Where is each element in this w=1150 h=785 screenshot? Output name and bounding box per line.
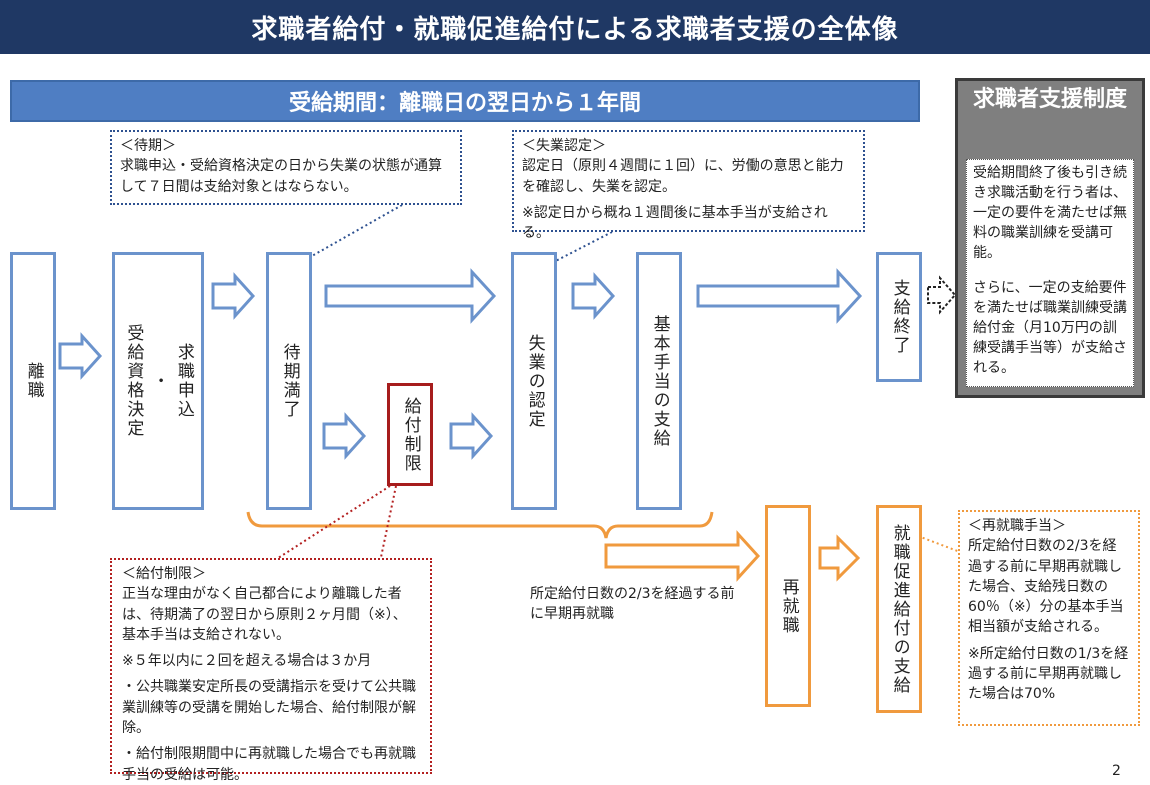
support-body-1: 受給期間終了後も引き続き求職活動を行う者は、一定の要件を満たせば無料の職業訓練を… — [973, 165, 1127, 261]
arrow-to-support-panel — [927, 275, 957, 315]
box-rishoku: 離職 — [10, 252, 56, 510]
support-body: 受給期間終了後も引き続き求職活動を行う者は、一定の要件を満たせば無料の職業訓練を… — [966, 159, 1134, 387]
label-shikyu-shuryo: 支給終了 — [889, 279, 910, 355]
page-title: 求職者給付・就職促進給付による求職者支援の全体像 — [0, 0, 1150, 54]
support-body-2: さらに、一定の支給要件を満たせば職業訓練受講給付金（月10万円の訓練受講手当等）… — [973, 280, 1127, 376]
orange-bracket — [246, 511, 714, 539]
label-taiki-manryo: 待期満了 — [279, 343, 300, 419]
arrow-saishushoku-to-sokushin — [818, 534, 861, 582]
label-kyufu-seigen: 給付制限 — [400, 396, 421, 473]
note-shitsugyo-note: ※認定日から概ね１週間後に基本手当が支給される。 — [522, 204, 828, 242]
note-saishushoku-teate: ＜再就職手当＞ 所定給付日数の2/3を経過する前に早期再就職した場合、支給残日数… — [958, 510, 1140, 726]
box-kihon-teate: 基本手当の支給 — [636, 252, 682, 510]
label-shikaku-kettei: 受給資格決定 — [123, 324, 144, 438]
note-seigen-body: 正当な理由がなく自己都合により離職した者は、待期満了の翌日から原則２ヶ月間（※）… — [122, 586, 407, 643]
period-banner: 受給期間：離職日の翌日から１年間 — [10, 80, 920, 122]
leader-taiki — [295, 204, 403, 266]
arrow-shinkomi-to-taiki — [211, 274, 255, 318]
box-saishushoku: 再就職 — [765, 505, 811, 707]
leader-seigen-b — [379, 485, 397, 563]
box-taiki-manryo: 待期満了 — [266, 252, 312, 510]
note-seigen-note: ※５年以内に２回を超える場合は３か月 — [122, 653, 372, 670]
note-taiki-title: ＜待期＞ — [120, 138, 176, 154]
note-saishushoku-note: ※所定給付日数の1/3を経過する前に早期再就職した場合は70% — [968, 645, 1129, 703]
arrow-shitsugyo-to-kihon — [571, 274, 615, 318]
support-panel: 求職者支援制度 受給期間終了後も引き続き求職活動を行う者は、一定の要件を満たせば… — [955, 78, 1145, 398]
arrow-early-to-saishushoku — [604, 530, 761, 582]
box-kyufu-seigen: 給付制限 — [387, 383, 433, 486]
note-saishushoku-body: 所定給付日数の2/3を経過する前に早期再就職した場合、支給残日数の60％（※）分… — [968, 538, 1124, 636]
note-taiki: ＜待期＞ 求職申込・受給資格決定の日から失業の状態が通算して７日間は支給対象とは… — [110, 130, 462, 205]
label-rishoku: 離職 — [23, 362, 44, 400]
note-seigen-bullet-2: ・給付制限期間中に再就職した場合でも再就職手当の受給は可能。 — [122, 746, 416, 783]
box-shitsugyo-nintei: 失業の認定 — [511, 252, 557, 510]
arrow-seigen-to-shitsugyo — [449, 414, 493, 458]
leader-seigen-a — [271, 485, 391, 563]
note-kyufu-seigen: ＜給付制限＞ 正当な理由がなく自己都合により離職した者は、待期満了の翌日から原則… — [110, 558, 432, 783]
arrow-taiki-to-seigen — [322, 414, 366, 458]
note-shitsugyo: ＜失業認定＞ 認定日（原則４週間に１回）に、労働の意思と能力を確認し、失業を認定… — [512, 130, 865, 241]
arrow-taiki-to-shitsugyo — [324, 268, 497, 324]
note-seigen-title: ＜給付制限＞ — [122, 566, 206, 582]
note-taiki-body: 求職申込・受給資格決定の日から失業の状態が通算して７日間は支給対象とはならない。 — [120, 158, 442, 195]
box-shinkomi: 受給資格決定 ・ 求職申込 — [112, 252, 204, 510]
label-kihon-teate: 基本手当の支給 — [649, 314, 670, 448]
label-kyushoku-shinkomi: 求職申込 — [173, 343, 194, 419]
box-shushoku-sokushin: 就職促進給付の支給 — [876, 505, 922, 713]
note-shitsugyo-body: 認定日（原則４週間に１回）に、労働の意思と能力を確認し、失業を認定。 — [522, 158, 844, 195]
label-shitsugyo-nintei: 失業の認定 — [524, 333, 545, 429]
box-shikyu-shuryo: 支給終了 — [876, 252, 922, 382]
note-saishushoku-title: ＜再就職手当＞ — [968, 518, 1066, 534]
arrow-rishoku-to-shinkomi — [58, 334, 102, 378]
note-seigen-bullet-1: ・公共職業安定所長の受講指示を受けて公共職業訓練等の受講を開始した場合、給付制限… — [122, 679, 416, 737]
label-shushoku-sokushin: 就職促進給付の支給 — [889, 523, 910, 695]
arrow-kihon-to-shuryo — [696, 268, 863, 324]
label-saishushoku: 再就職 — [778, 577, 799, 635]
early-reemployment-label: 所定給付日数の2/3を経過する前に早期再就職 — [530, 586, 735, 623]
page-number: 2 — [1112, 763, 1121, 779]
label-shinkomi-dot: ・ — [148, 371, 169, 391]
leader-saishushoku — [917, 535, 969, 556]
support-title: 求職者支援制度 — [972, 87, 1127, 112]
note-shitsugyo-title: ＜失業認定＞ — [522, 138, 606, 154]
